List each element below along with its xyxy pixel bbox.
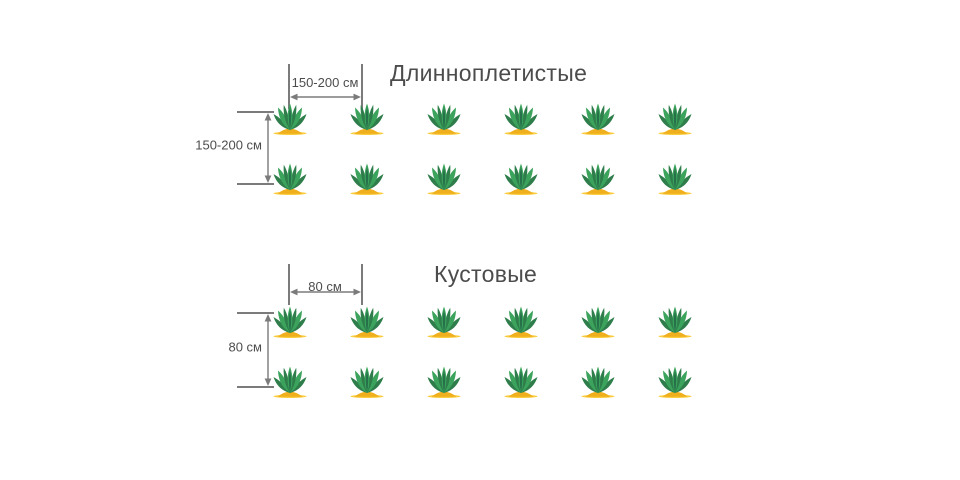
plant-icon	[501, 163, 541, 195]
plant-icon	[347, 163, 387, 195]
row-spacing-label: 80 см	[228, 339, 262, 355]
plant-icon	[655, 366, 695, 398]
plant-icon	[270, 366, 310, 398]
column-spacing-label: 150-200 см	[291, 75, 359, 90]
row-spacing-label: 150-200 см	[195, 137, 262, 153]
plant-icon	[501, 306, 541, 338]
plant-icon	[578, 103, 618, 135]
section-title-bush: Кустовые	[434, 261, 538, 287]
plant-icon	[347, 103, 387, 135]
plant-icon	[424, 366, 464, 398]
plant-icon	[655, 306, 695, 338]
plant-icon	[270, 306, 310, 338]
plant-icon	[501, 366, 541, 398]
plant-icon	[501, 103, 541, 135]
plant-icon	[347, 306, 387, 338]
plant-icon	[655, 163, 695, 195]
plant-icon	[270, 103, 310, 135]
plant-icon	[578, 366, 618, 398]
plant-icon	[578, 163, 618, 195]
plant-grid-long-vine	[251, 103, 713, 223]
plant-icon	[424, 163, 464, 195]
plant-icon	[424, 103, 464, 135]
plant-icon	[270, 163, 310, 195]
plant-grid-bush	[251, 306, 713, 426]
plant-icon	[655, 103, 695, 135]
column-spacing-label: 80 см	[308, 279, 342, 294]
plant-icon	[347, 366, 387, 398]
plant-icon	[578, 306, 618, 338]
plant-icon	[424, 306, 464, 338]
section-title-long-vine: Длинноплетистые	[390, 60, 588, 86]
